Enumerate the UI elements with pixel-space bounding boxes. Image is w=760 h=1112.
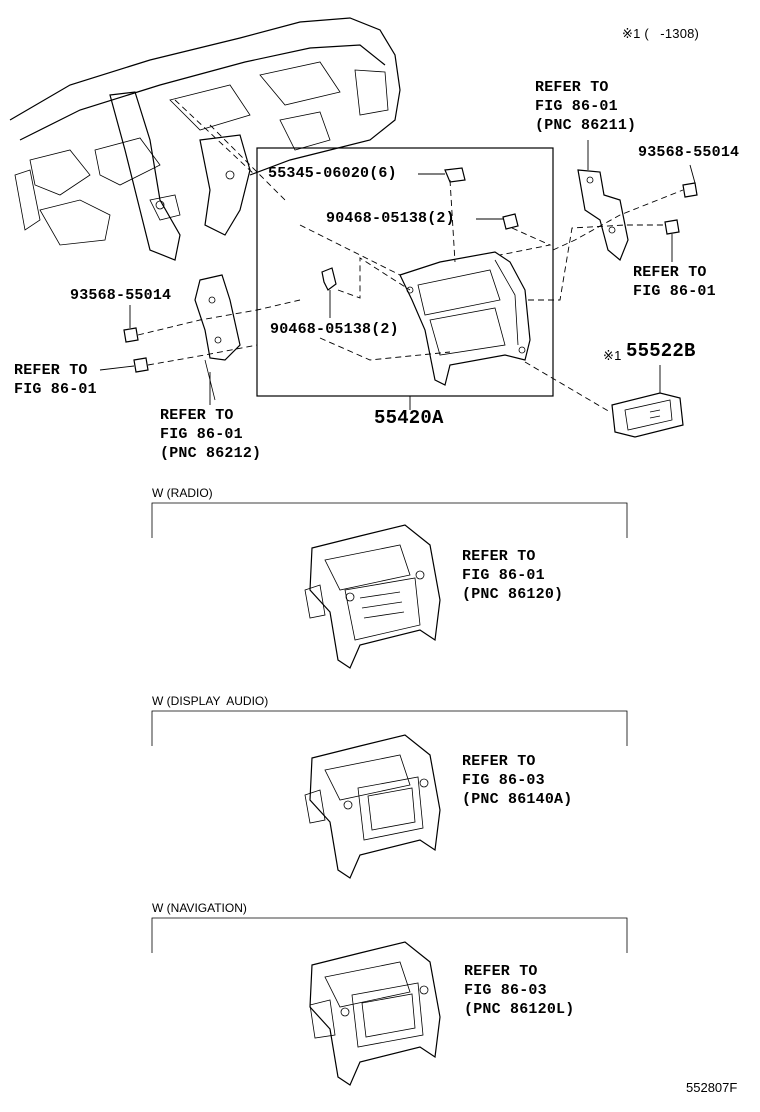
ref-right-mid-line2: FIG 86-01 [633, 283, 716, 300]
section-navigation-title: W (NAVIGATION) [152, 901, 247, 915]
section-display-audio-ref-line3: (PNC 86140A) [462, 791, 573, 808]
section-display-audio-title: W (DISPLAY AUDIO) [152, 694, 269, 708]
navigation-panel-drawing [309, 941, 441, 1086]
section-navigation-ref-line1: REFER TO [464, 963, 538, 980]
radio-panel-drawing [304, 524, 441, 669]
ref-right-top-line1: REFER TO [535, 79, 609, 96]
switch-55522B-drawing [611, 392, 684, 438]
ref-right-mid-line1: REFER TO [633, 264, 707, 281]
group-label: 55420A [374, 407, 444, 429]
section-radio-ref-line2: FIG 86-01 [462, 567, 545, 584]
section-radio-ref-line3: (PNC 86120) [462, 586, 564, 603]
ref-left-side-line2: FIG 86-01 [14, 381, 97, 398]
ref-left-side-line1: REFER TO [14, 362, 88, 379]
right-bracket [577, 140, 629, 261]
section-navigation-ref-line3: (PNC 86120L) [464, 1001, 575, 1018]
section-radio-ref-line1: REFER TO [462, 548, 536, 565]
part-switch-prefix: ※1 [603, 348, 622, 363]
section-display-audio-ref-line2: FIG 86-03 [462, 772, 545, 789]
part-screw-right: 93568-55014 [638, 144, 740, 161]
part-nut-upper: 90468-05138(2) [326, 210, 455, 227]
part-nut-lower: 90468-05138(2) [270, 321, 399, 338]
center-cluster-panel [399, 251, 531, 386]
section-navigation-ref-line2: FIG 86-03 [464, 982, 547, 999]
ref-left-bottom-line3: (PNC 86212) [160, 445, 262, 462]
note-top: ※1 ( -1308) [622, 26, 700, 41]
ref-right-top-line3: (PNC 86211) [535, 117, 637, 134]
left-bracket [194, 274, 241, 401]
part-clip: 55345-06020(6) [268, 165, 397, 182]
figure-code: 552807F [686, 1080, 738, 1095]
part-screw-left: 93568-55014 [70, 287, 172, 304]
ref-left-bottom-line1: REFER TO [160, 407, 234, 424]
display-audio-panel-drawing [304, 734, 441, 879]
section-radio-title: W (RADIO) [152, 486, 213, 500]
part-switch: 55522B [626, 340, 696, 362]
ref-left-bottom-line2: FIG 86-01 [160, 426, 243, 443]
group-box [256, 147, 554, 397]
ref-right-top-line2: FIG 86-01 [535, 98, 618, 115]
section-display-audio-ref-line1: REFER TO [462, 753, 536, 770]
